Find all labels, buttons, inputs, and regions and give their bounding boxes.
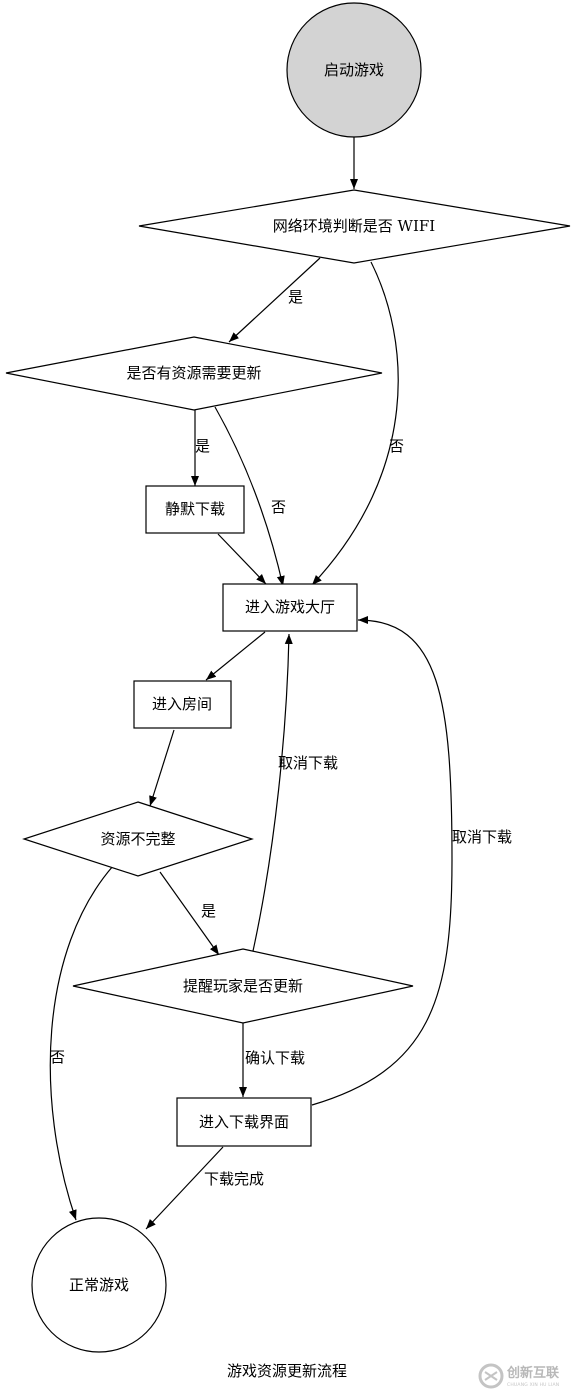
node-download-screen: 进入下载界面 <box>176 1097 312 1147</box>
edge-prompt-cancel <box>252 633 293 952</box>
watermark-name: 创新互联 <box>506 1365 559 1381</box>
edge-lobby-to-room <box>205 631 266 681</box>
resource-incomplete-label: 资源不完整 <box>100 830 175 848</box>
node-silent-download: 静默下载 <box>145 485 245 534</box>
node-resource-incomplete: 资源不完整 <box>22 801 254 877</box>
node-start-game: 启动游戏 <box>286 2 422 138</box>
edge-download-cancel <box>311 616 453 1106</box>
wifi-check-label: 网络环境判断是否 WIFI <box>273 217 436 235</box>
edge-label-prompt-cancel: 取消下载 <box>278 754 338 772</box>
watermark: 创新互联 CHUANG XIN HU LIAN <box>478 1363 559 1389</box>
edge-label-download-cancel: 取消下载 <box>452 828 512 846</box>
edge-silent-to-lobby <box>217 533 267 585</box>
diagram-caption: 游戏资源更新流程 <box>227 1362 347 1380</box>
normal-play-label: 正常游戏 <box>69 1276 129 1294</box>
edge-label-incomplete-no: 否 <box>50 1048 65 1066</box>
edge-update-no <box>214 406 285 587</box>
node-wifi-check: 网络环境判断是否 WIFI <box>138 189 571 264</box>
enter-room-label: 进入房间 <box>152 695 212 713</box>
enter-lobby-label: 进入游戏大厅 <box>245 598 335 616</box>
edge-label-update-yes: 是 <box>195 437 210 455</box>
node-enter-room: 进入房间 <box>133 680 232 729</box>
edge-incomplete-no <box>49 865 114 1221</box>
edge-incomplete-yes <box>159 871 220 956</box>
edge-download-done <box>145 1146 224 1230</box>
edge-label-incomplete-yes: 是 <box>201 902 216 920</box>
silent-download-label: 静默下载 <box>165 500 225 518</box>
edge-wifi-no <box>311 261 399 586</box>
node-prompt-update: 提醒玩家是否更新 <box>72 948 414 1024</box>
edge-room-to-check <box>149 729 175 807</box>
edge-label-prompt-confirm: 确认下载 <box>245 1049 305 1067</box>
edge-labels: 是 否 是 否 取消下载 取消下载 是 否 确认下载 下载完成 <box>50 288 512 1188</box>
node-enter-lobby: 进入游戏大厅 <box>222 583 358 632</box>
prompt-update-label: 提醒玩家是否更新 <box>183 977 303 995</box>
node-normal-play: 正常游戏 <box>31 1217 167 1353</box>
edge-label-download-done: 下载完成 <box>204 1170 264 1188</box>
edge-wifi-yes <box>228 257 321 343</box>
edges <box>49 137 453 1230</box>
node-need-update: 是否有资源需要更新 <box>5 336 383 411</box>
edge-label-update-no: 否 <box>271 498 286 516</box>
watermark-subtitle: CHUANG XIN HU LIAN <box>507 1382 559 1388</box>
need-update-label: 是否有资源需要更新 <box>126 364 261 382</box>
start-game-label: 启动游戏 <box>324 61 384 79</box>
download-screen-label: 进入下载界面 <box>199 1113 289 1131</box>
edge-label-wifi-no: 否 <box>389 437 404 455</box>
watermark-logo-mark <box>484 1371 498 1381</box>
edge-label-wifi-yes: 是 <box>288 288 303 306</box>
watermark-logo-icon <box>478 1363 504 1389</box>
